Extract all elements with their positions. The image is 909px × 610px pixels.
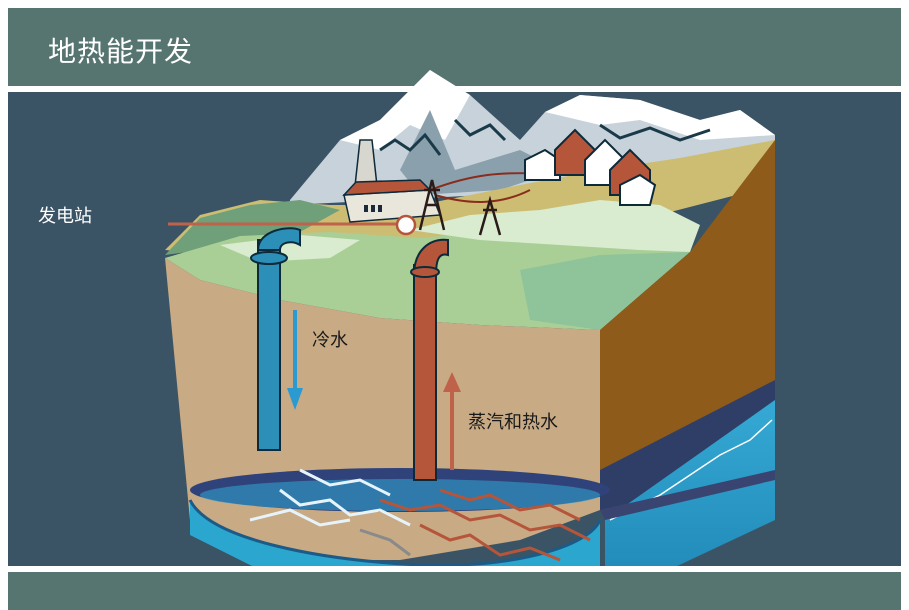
generator-icon: [395, 214, 417, 236]
label-cold-water: 冷水: [312, 330, 348, 351]
label-steam-hot-water: 蒸汽和热水: [468, 412, 558, 433]
title-bar: 地热能开发: [8, 8, 901, 86]
hot-water-arrow: [443, 372, 461, 470]
pylon-icon: [418, 179, 502, 236]
field-dark: [520, 252, 690, 330]
page-title: 地热能开发: [48, 35, 194, 68]
power-station-building: [342, 139, 442, 236]
field-pale: [410, 200, 700, 252]
cold-water-pipe: [250, 227, 301, 451]
village-icon: [524, 128, 657, 206]
left-hill: [165, 200, 340, 255]
right-rock-band: [600, 470, 775, 520]
right-water: [605, 400, 775, 566]
bottom-bar: [8, 572, 901, 610]
label-power-station: 发电站: [38, 206, 92, 227]
reservoir-fractures: [249, 468, 591, 562]
cold-water-arrow: [287, 310, 303, 410]
hot-water-pipe: [410, 238, 449, 481]
